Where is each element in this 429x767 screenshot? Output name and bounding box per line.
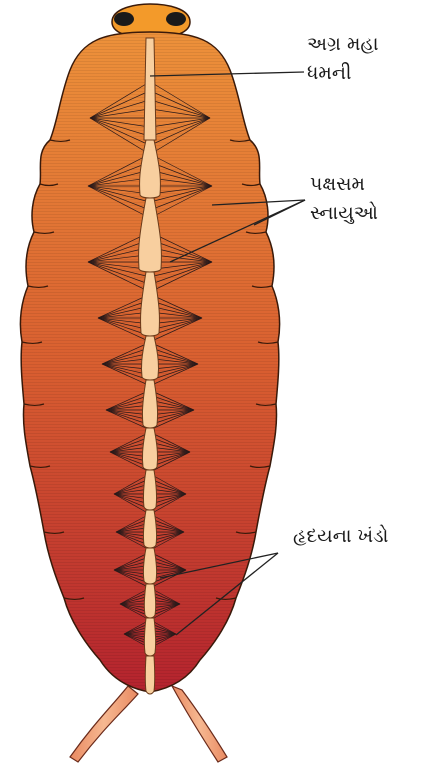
heart-chamber — [145, 656, 155, 694]
anterior-aorta — [144, 38, 156, 140]
left-eye-icon — [114, 12, 134, 26]
heart-chamber — [143, 548, 156, 584]
heart-chamber — [144, 618, 155, 656]
left-cercus — [70, 686, 138, 762]
anterior-aorta-label: અગ્ર મહા ધમની — [307, 30, 379, 87]
right-eye-icon — [166, 12, 186, 26]
heart-chamber — [142, 380, 157, 428]
heart-chamber — [143, 510, 156, 548]
alary-muscles-label: પક્ષસમ સ્નાયુઓ — [310, 170, 378, 227]
cerci — [70, 686, 227, 762]
heart-chamber — [144, 584, 155, 618]
heart-chamber — [142, 428, 157, 470]
heart-chamber — [143, 470, 156, 510]
heart-chambers-label: હૃદયના ખંડો — [293, 522, 388, 551]
right-cercus — [172, 686, 227, 762]
